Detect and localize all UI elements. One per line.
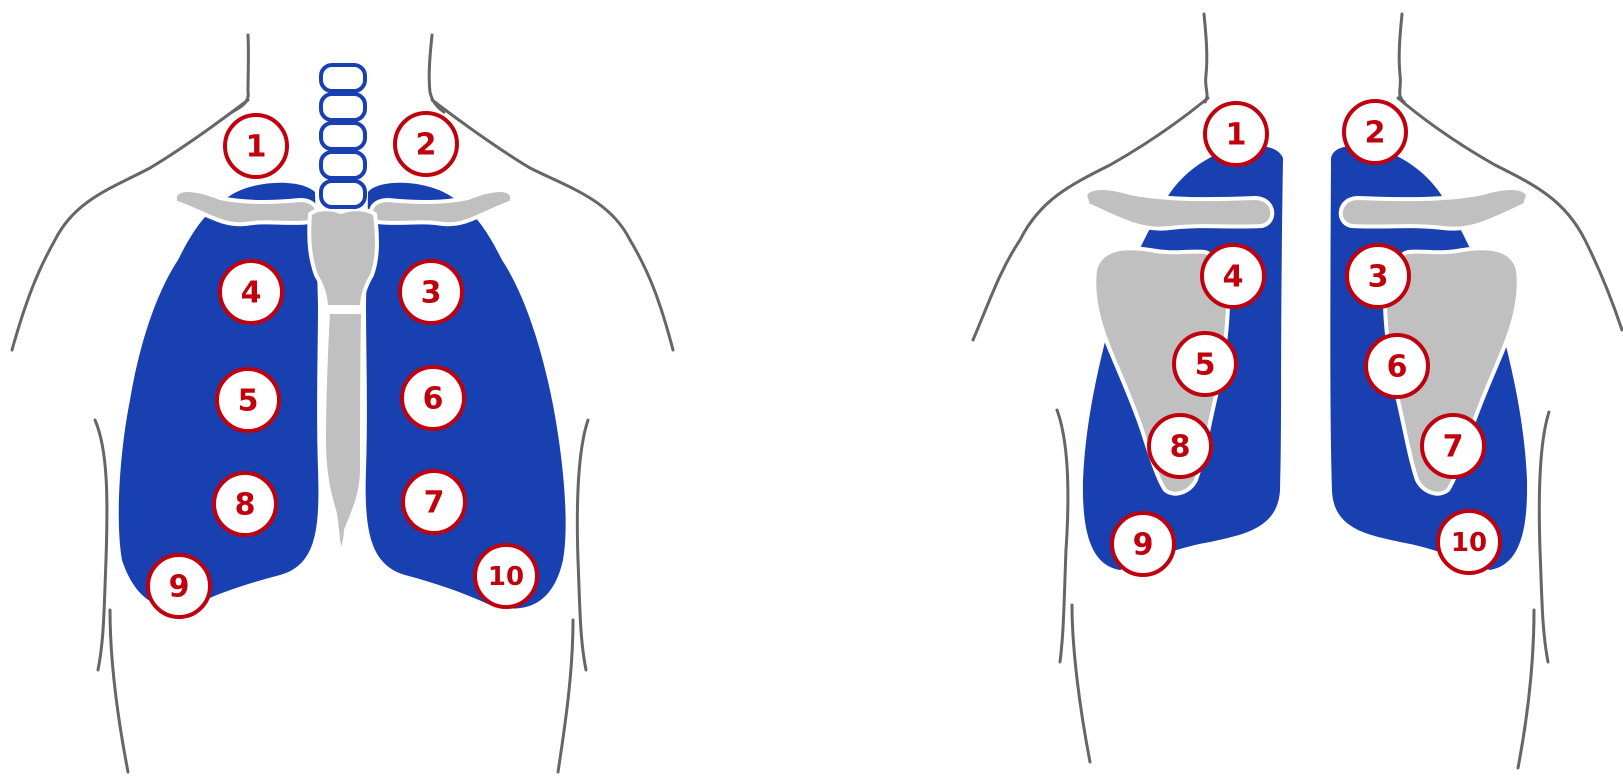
anterior-view: 1 2 3 4 5 6 7 [12, 35, 673, 772]
posterior-neck-left [1204, 14, 1207, 102]
anterior-flank-left-upper [95, 420, 107, 670]
trachea-ring [321, 181, 365, 207]
marker-label: 2 [1365, 116, 1386, 151]
marker-label: 3 [1368, 260, 1389, 295]
marker-label: 1 [246, 130, 267, 165]
marker-label: 1 [1226, 118, 1247, 153]
anterior-marker-10: 10 [475, 545, 537, 607]
posterior-marker-8: 8 [1149, 415, 1211, 477]
posterior-flank-left-upper [1057, 410, 1068, 662]
marker-label: 6 [1387, 350, 1408, 385]
posterior-flank-right-lower [1518, 610, 1534, 768]
anterior-marker-3: 3 [400, 261, 462, 323]
anterior-flank-right-upper [577, 420, 588, 670]
anterior-sternum-body [324, 312, 363, 550]
posterior-marker-1: 1 [1205, 103, 1267, 165]
marker-label: 4 [1223, 260, 1244, 295]
anterior-flank-right-lower [558, 620, 573, 772]
anterior-marker-6: 6 [402, 367, 464, 429]
trachea-ring [321, 123, 365, 149]
posterior-marker-10: 10 [1438, 511, 1500, 573]
posterior-marker-2: 2 [1344, 101, 1406, 163]
marker-label: 8 [1170, 430, 1191, 465]
posterior-marker-4: 4 [1202, 245, 1264, 307]
anterior-marker-5: 5 [217, 369, 279, 431]
marker-label: 9 [1133, 528, 1154, 563]
marker-label: 2 [416, 128, 437, 163]
posterior-marker-9: 9 [1112, 513, 1174, 575]
posterior-body-outline [973, 14, 1622, 768]
marker-label: 7 [1443, 430, 1464, 465]
anterior-marker-8: 8 [214, 473, 276, 535]
trachea-ring [321, 152, 365, 178]
posterior-flank-left-lower [1072, 605, 1090, 762]
marker-label: 8 [235, 488, 256, 523]
marker-label: 5 [1195, 348, 1216, 383]
anterior-marker-4: 4 [220, 261, 282, 323]
trachea-ring [321, 65, 365, 91]
marker-label: 10 [488, 562, 524, 592]
posterior-view: 1 2 3 4 5 6 7 [973, 14, 1622, 768]
marker-label: 9 [169, 570, 190, 605]
anterior-flank-left-lower [110, 610, 128, 772]
marker-label: 4 [241, 276, 262, 311]
posterior-marker-3: 3 [1347, 245, 1409, 307]
trachea-ring [321, 94, 365, 120]
marker-label: 7 [424, 486, 445, 521]
anterior-marker-2: 2 [395, 113, 457, 175]
marker-label: 5 [238, 384, 259, 419]
anterior-trachea [321, 65, 365, 207]
posterior-neck-right [1399, 14, 1404, 102]
posterior-flank-right-upper [1539, 412, 1549, 662]
posterior-marker-7: 7 [1422, 415, 1484, 477]
anterior-marker-1: 1 [225, 115, 287, 177]
marker-label: 10 [1451, 528, 1487, 558]
anterior-marker-7: 7 [403, 471, 465, 533]
posterior-marker-6: 6 [1366, 335, 1428, 397]
marker-label: 3 [421, 276, 442, 311]
anterior-marker-9: 9 [148, 555, 210, 617]
marker-label: 6 [423, 382, 444, 417]
posterior-marker-5: 5 [1174, 333, 1236, 395]
